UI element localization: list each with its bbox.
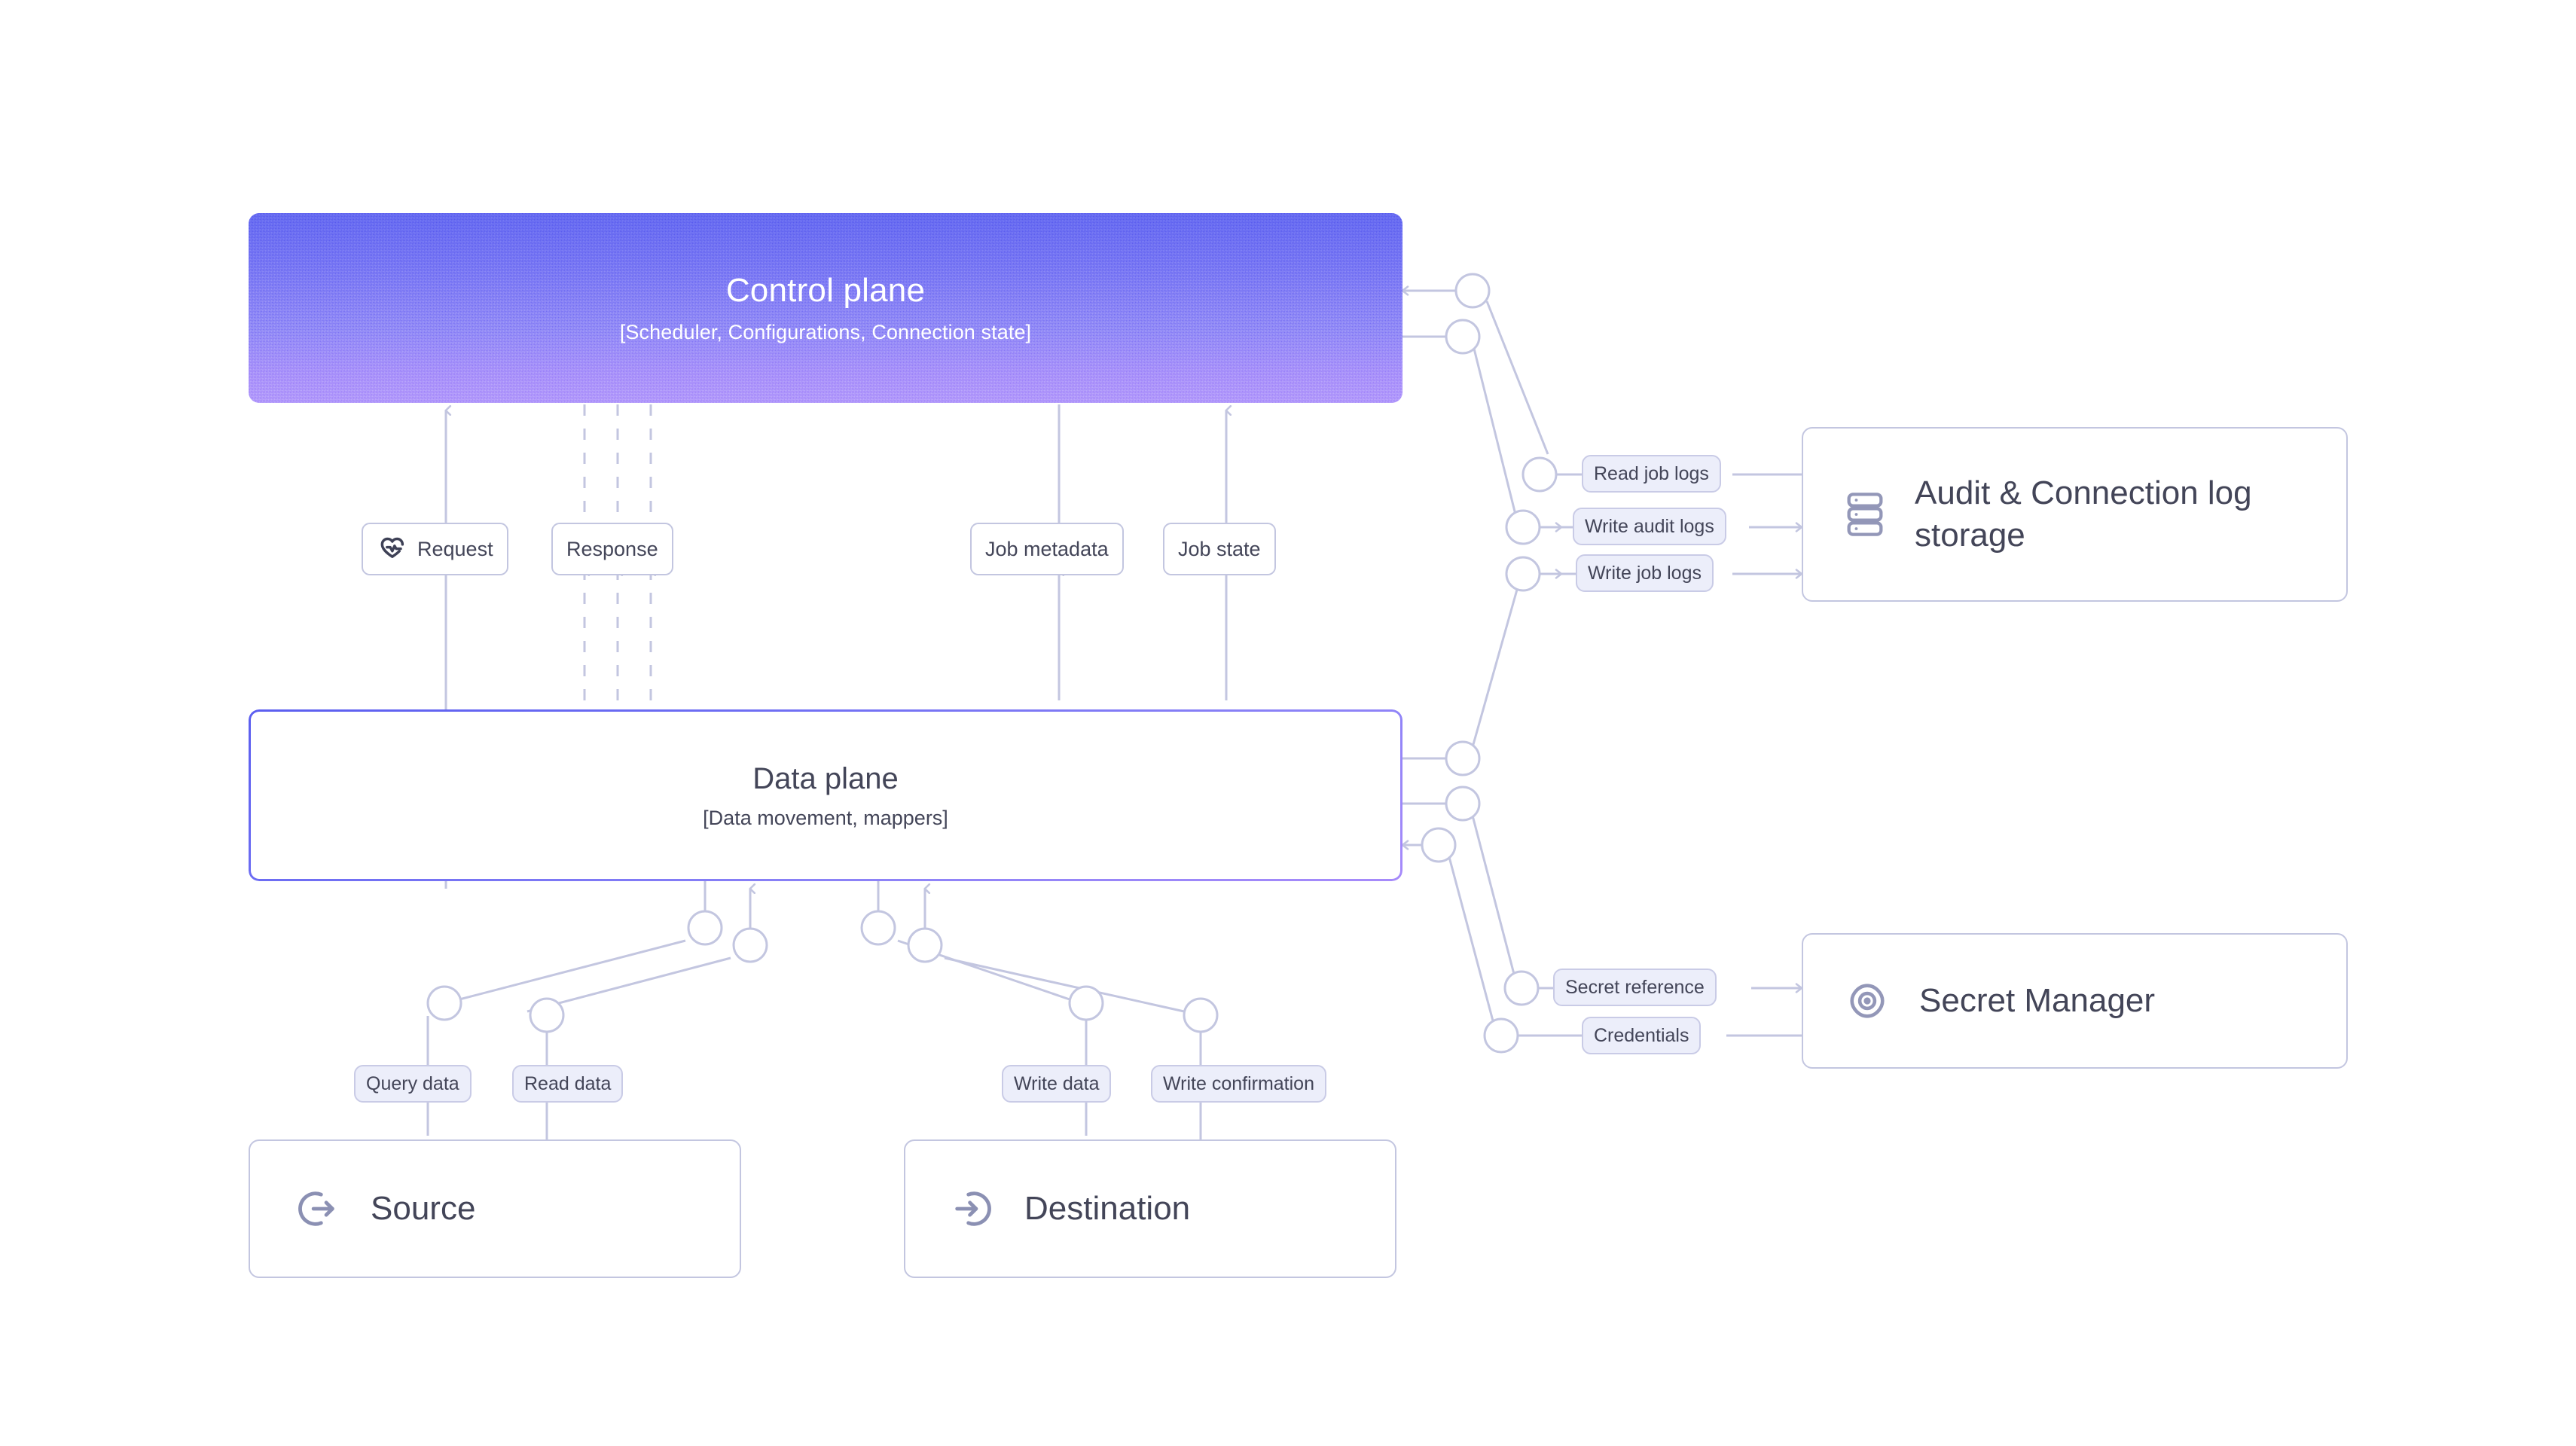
joint (1454, 273, 1491, 309)
edge-label-request-text: Request (417, 537, 493, 560)
edge-label-write-job-logs[interactable]: Write job logs (1576, 554, 1714, 592)
joint (1483, 1017, 1519, 1054)
edge-label-query-data[interactable]: Query data (354, 1065, 472, 1103)
joint (1068, 985, 1104, 1021)
destination-title: Destination (1024, 1189, 1191, 1227)
edge-label-read-data-text: Read data (524, 1072, 612, 1094)
control-plane-title: Control plane (725, 272, 926, 310)
edge-label-credentials-text: Credentials (1594, 1024, 1689, 1046)
data-plane-subtitle: [Data movement, mappers] (703, 806, 948, 829)
joint (1421, 827, 1457, 863)
edge-label-job-metadata-text: Job metadata (985, 537, 1109, 560)
edge-label-secret-reference[interactable]: Secret reference (1553, 969, 1717, 1006)
edge-label-job-metadata[interactable]: Job metadata (970, 523, 1124, 575)
control-plane-subtitle: [Scheduler, Configurations, Connection s… (619, 320, 1032, 343)
data-plane-title: Data plane (752, 761, 899, 795)
joint (1505, 509, 1541, 545)
data-plane-node[interactable]: Data plane [Data movement, mappers] (249, 709, 1402, 881)
joint (1445, 319, 1481, 355)
edge-label-write-audit-logs-text: Write audit logs (1585, 515, 1714, 537)
database-stack-icon (1845, 490, 1885, 538)
audit-log-storage-node[interactable]: Audit & Connection log storage (1802, 427, 2348, 602)
gradient-noise-texture (249, 213, 1402, 403)
joint (1445, 786, 1481, 822)
joint (687, 910, 723, 946)
edge-label-write-data-text: Write data (1014, 1072, 1100, 1094)
joint (1521, 456, 1558, 493)
secret-manager-title: Secret Manager (1919, 981, 2156, 1019)
joint (1183, 997, 1219, 1033)
joint (1503, 970, 1540, 1006)
edge-label-write-audit-logs[interactable]: Write audit logs (1573, 508, 1726, 545)
source-node[interactable]: Source (249, 1139, 741, 1278)
joint (732, 927, 768, 963)
control-plane-node[interactable]: Control plane [Scheduler, Configurations… (249, 213, 1402, 403)
arrow-out-of-circle-icon (295, 1187, 339, 1231)
edge-label-read-job-logs-text: Read job logs (1594, 462, 1709, 484)
edge-label-job-state[interactable]: Job state (1163, 523, 1276, 575)
joint (1445, 740, 1481, 776)
destination-node[interactable]: Destination (904, 1139, 1396, 1278)
edge-label-secret-reference-text: Secret reference (1565, 976, 1705, 998)
edge-label-request[interactable]: Request (362, 523, 508, 575)
joint (426, 985, 462, 1021)
edge-label-query-data-text: Query data (366, 1072, 459, 1094)
secret-manager-node[interactable]: Secret Manager (1802, 933, 2348, 1069)
joint (529, 997, 565, 1033)
heart-pulse-icon (377, 534, 407, 564)
edge-label-write-confirmation-text: Write confirmation (1163, 1072, 1314, 1094)
arrow-into-circle-icon (951, 1187, 994, 1231)
edge-label-write-confirmation[interactable]: Write confirmation (1151, 1065, 1326, 1103)
joint (860, 910, 896, 946)
edge-label-write-job-logs-text: Write job logs (1588, 562, 1702, 584)
joint (907, 927, 943, 963)
edge-label-response[interactable]: Response (551, 523, 673, 575)
joint (1505, 556, 1541, 592)
edge-label-write-data[interactable]: Write data (1002, 1065, 1112, 1103)
edge-label-credentials[interactable]: Credentials (1582, 1017, 1702, 1054)
audit-log-storage-title: Audit & Connection log storage (1915, 474, 2252, 554)
source-title: Source (371, 1189, 476, 1227)
edge-label-job-state-text: Job state (1178, 537, 1261, 560)
edge-label-response-text: Response (566, 537, 658, 560)
eye-icon (1845, 979, 1889, 1023)
edge-label-read-data[interactable]: Read data (512, 1065, 624, 1103)
edge-label-read-job-logs[interactable]: Read job logs (1582, 455, 1721, 493)
